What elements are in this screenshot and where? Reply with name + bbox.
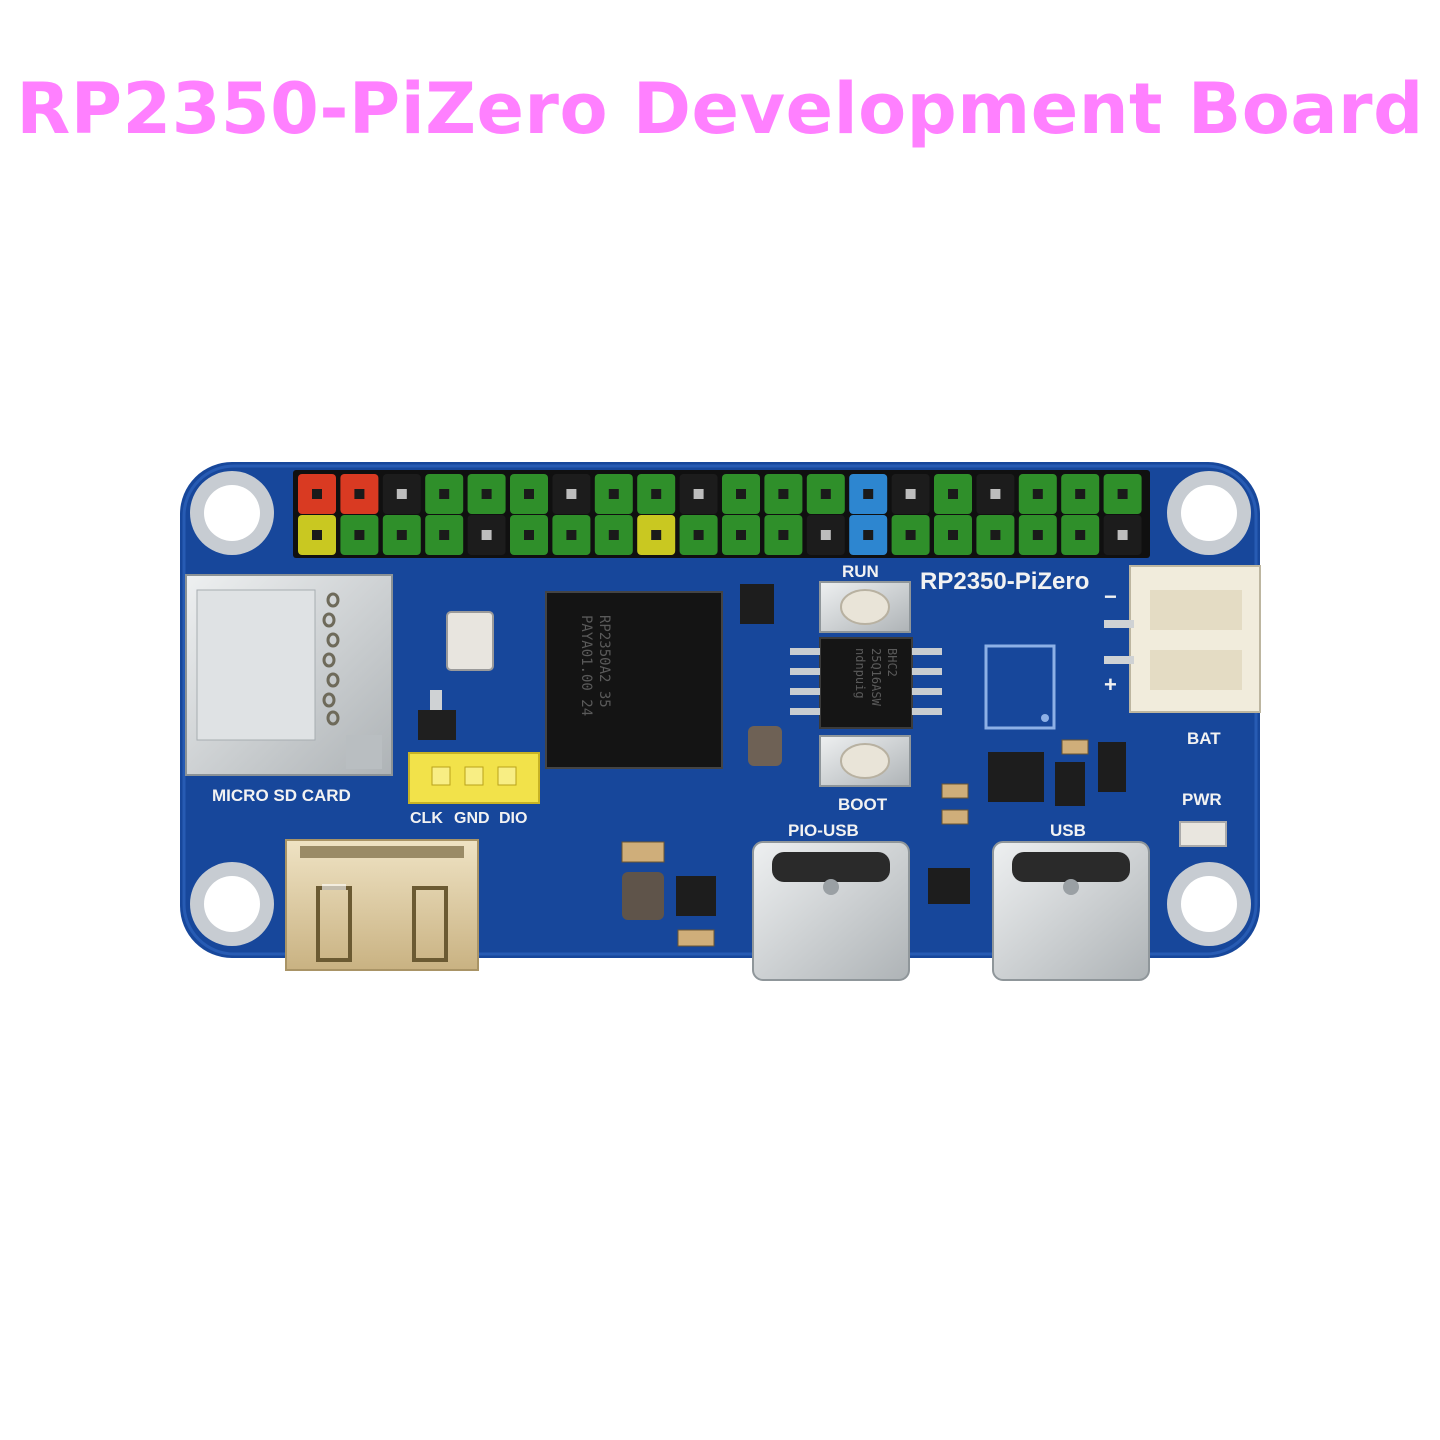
svg-text:25Q16ASW: 25Q16ASW — [869, 648, 883, 707]
gpio-header[interactable] — [298, 474, 1142, 555]
gnd-label: GND — [454, 810, 490, 827]
svg-text:PAYA01.00 24: PAYA01.00 24 — [578, 615, 594, 716]
header-pin-contact — [396, 489, 407, 499]
header-pin-contact — [481, 530, 492, 540]
header-pin-contact — [439, 489, 450, 499]
header-pin-contact — [651, 530, 662, 540]
run-button[interactable] — [819, 581, 911, 633]
svg-text:RP2350A2 35: RP2350A2 35 — [596, 615, 612, 708]
header-pin-contact — [608, 489, 619, 499]
micro-sd-card-slot[interactable] — [185, 574, 393, 776]
header-pin-contact — [1117, 489, 1128, 499]
sd-card-label: MICRO SD CARD — [212, 786, 351, 805]
header-pin-contact — [481, 489, 492, 499]
pwr-led — [1179, 821, 1227, 847]
usb-port[interactable] — [992, 841, 1150, 981]
page-title: RP2350-PiZero Development Board — [16, 68, 1424, 150]
header-pin-contact — [1075, 530, 1086, 540]
battery-connector[interactable] — [1104, 565, 1261, 713]
header-pin-contact — [312, 530, 322, 540]
boot-label: BOOT — [838, 795, 888, 814]
boot-button[interactable] — [819, 735, 911, 787]
header-pin-contact — [1117, 530, 1128, 540]
header-pin-contact — [651, 489, 662, 499]
board-name: RP2350-PiZero — [920, 568, 1089, 595]
header-pin-contact — [1075, 489, 1086, 499]
header-pin-contact — [524, 489, 534, 499]
header-pin-contact — [863, 489, 874, 499]
flash-chip: BHC2 25Q16ASW ndnpuig — [819, 637, 913, 729]
header-pin-contact — [905, 530, 916, 540]
header-pin-contact — [948, 530, 958, 540]
bat-minus-label: − — [1104, 584, 1117, 609]
clk-label: CLK — [410, 810, 443, 827]
regulator-ic — [988, 752, 1044, 802]
header-pin-contact — [948, 489, 958, 499]
header-pin-contact — [863, 530, 874, 540]
dio-label: DIO — [499, 810, 527, 827]
mini-hdmi-port[interactable] — [285, 839, 479, 971]
header-pin-contact — [820, 530, 831, 540]
header-pin-contact — [608, 530, 619, 540]
rp2350-chip: RP2350A2 35 PAYA01.00 24 — [545, 591, 723, 769]
header-pin-contact — [736, 530, 746, 540]
header-pin-contact — [439, 530, 450, 540]
debug-header[interactable] — [408, 752, 540, 804]
header-pin-contact — [312, 489, 322, 499]
header-pin-contact — [354, 530, 365, 540]
header-pin-contact — [693, 530, 704, 540]
header-pin-contact — [778, 530, 789, 540]
header-pin-contact — [396, 530, 407, 540]
bat-plus-label: + — [1104, 672, 1117, 697]
header-pin-contact — [778, 489, 789, 499]
svg-text:BHC2: BHC2 — [885, 648, 899, 677]
pio-usb-port[interactable] — [752, 841, 910, 981]
header-pin-contact — [566, 489, 577, 499]
usb-label: USB — [1050, 821, 1086, 840]
header-pin-contact — [1032, 530, 1043, 540]
header-pin-contact — [990, 489, 1001, 499]
header-pin-contact — [693, 489, 704, 499]
header-pin-contact — [524, 530, 534, 540]
crystal — [446, 611, 494, 671]
header-pin-contact — [820, 489, 831, 499]
run-label: RUN — [842, 562, 879, 581]
header-pin-contact — [354, 489, 365, 499]
bat-label: BAT — [1187, 729, 1221, 748]
header-pin-contact — [990, 530, 1001, 540]
pio-usb-label: PIO-USB — [788, 821, 859, 840]
header-pin-contact — [905, 489, 916, 499]
header-pin-contact — [736, 489, 746, 499]
mounting-holes — [190, 471, 1251, 946]
header-pin-contact — [1032, 489, 1043, 499]
pwr-label: PWR — [1182, 790, 1222, 809]
header-pin-contact — [566, 530, 577, 540]
svg-text:ndnpuig: ndnpuig — [853, 648, 867, 699]
